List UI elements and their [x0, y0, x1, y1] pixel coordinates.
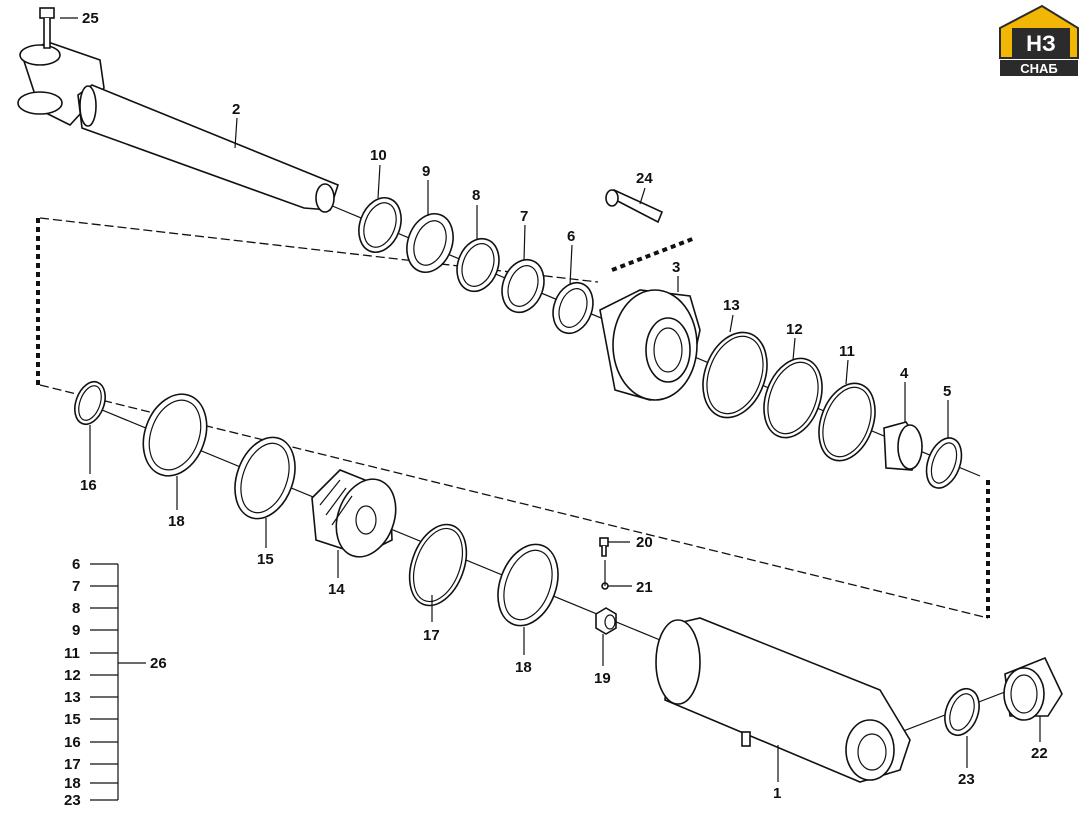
callout-13: 13 — [723, 297, 740, 314]
callout-7: 7 — [520, 208, 528, 225]
kit-item: 23 — [64, 792, 81, 809]
callout-23: 23 — [958, 771, 975, 788]
callout-1: 1 — [773, 785, 781, 802]
callout-20: 20 — [636, 534, 653, 551]
callout-8: 8 — [472, 187, 480, 204]
callout-21: 21 — [636, 579, 653, 596]
callout-5: 5 — [943, 383, 951, 400]
cylinder-barrel — [655, 617, 911, 783]
callout-19: 19 — [594, 670, 611, 687]
dashed-bolt-line — [611, 236, 696, 272]
callout-17: 17 — [423, 627, 440, 644]
callout-4: 4 — [900, 365, 909, 382]
callout-14: 14 — [328, 581, 345, 598]
seal-9 — [406, 213, 454, 273]
ring-12 — [763, 357, 823, 439]
brand-logo: НЗ СНАБ — [999, 4, 1079, 76]
kit-item: 7 — [72, 578, 80, 595]
wear-ring-18b — [497, 543, 559, 627]
ring-11 — [818, 382, 876, 462]
kit-item: 17 — [64, 756, 81, 773]
callout-10: 10 — [370, 147, 387, 164]
callout-18b: 18 — [515, 659, 532, 676]
kit-item: 8 — [72, 600, 80, 617]
kit-item: 13 — [64, 689, 81, 706]
callout-2: 2 — [232, 101, 240, 118]
callout-15: 15 — [257, 551, 274, 568]
ring-6 — [552, 281, 594, 335]
wear-ring-18a — [142, 393, 208, 477]
seal-15 — [234, 436, 296, 520]
kit-item: 12 — [64, 667, 81, 684]
ring-5 — [925, 437, 963, 489]
kit-item: 11 — [64, 645, 80, 662]
piston-rod — [17, 41, 339, 213]
callout-12: 12 — [786, 321, 803, 338]
kit-item: 9 — [72, 622, 80, 639]
callout-3: 3 — [672, 259, 680, 276]
callout-25: 25 — [82, 10, 99, 27]
callout-11: 11 — [839, 343, 855, 360]
kit-item: 6 — [72, 556, 80, 573]
ring-16 — [74, 380, 106, 426]
bushing-4 — [883, 421, 923, 471]
screw-20 — [599, 537, 609, 557]
ring-23 — [944, 687, 980, 737]
callout-24: 24 — [636, 170, 653, 187]
logo-text: СНАБ — [1020, 61, 1058, 76]
dashed-assembly-line-top — [39, 217, 599, 283]
kit-item: 15 — [64, 711, 81, 728]
ring-8 — [456, 237, 500, 293]
callout-6: 6 — [567, 228, 575, 245]
kit-bracket — [90, 563, 146, 801]
ring-10 — [358, 197, 402, 253]
kit-label: 26 — [150, 655, 167, 672]
logo-letters: НЗ — [1026, 31, 1056, 56]
callout-16: 16 — [80, 477, 97, 494]
callout-18a: 18 — [168, 513, 185, 530]
cylinder-head — [599, 289, 701, 401]
callout-22: 22 — [1031, 745, 1048, 762]
kit-item: 18 — [64, 775, 81, 792]
bushing-22 — [1003, 656, 1063, 721]
piston-14 — [311, 469, 397, 558]
ring-13 — [702, 331, 768, 419]
seal-7 — [501, 258, 545, 314]
bolt-25 — [39, 7, 55, 49]
nut-19 — [595, 607, 617, 635]
callout-9: 9 — [422, 163, 430, 180]
bolt-24 — [605, 189, 664, 224]
kit-item: 16 — [64, 734, 81, 751]
